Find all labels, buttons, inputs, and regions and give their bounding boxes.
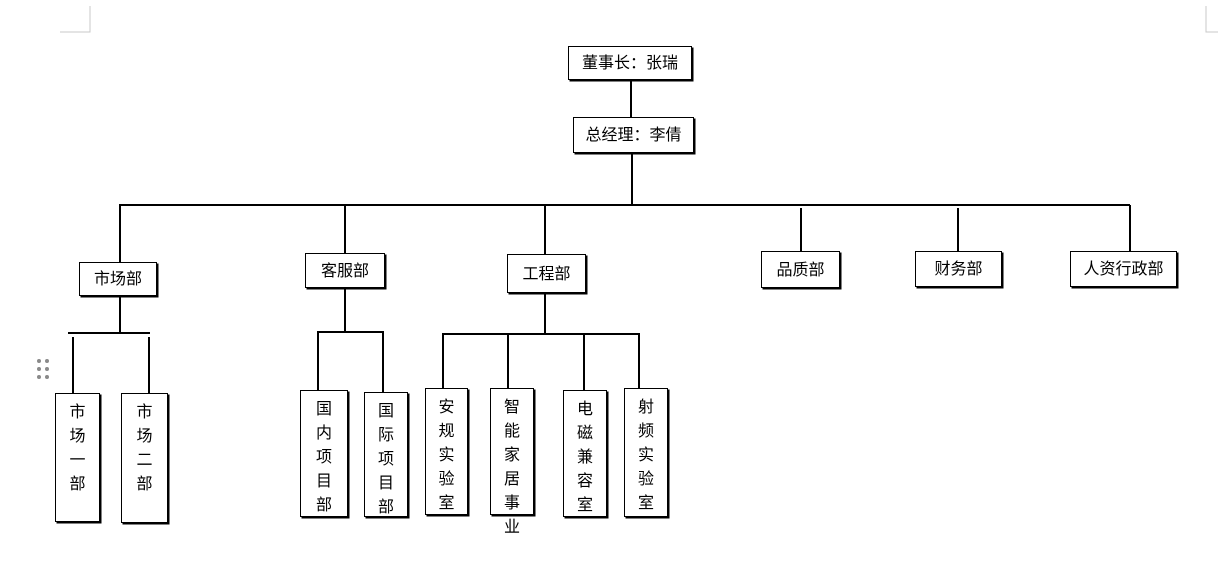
vertical-char: 室 [438, 493, 455, 512]
vertical-char: 兼 [576, 447, 593, 466]
vertical-char: 电 [576, 399, 593, 418]
vertical-char: 场 [136, 426, 153, 445]
vertical-char: 验 [438, 469, 455, 488]
vertical-char: 内 [315, 423, 332, 442]
vertical-char: 场 [69, 426, 86, 445]
vertical-char: 部 [136, 474, 153, 493]
department-engineering[interactable]: 工程部 [507, 254, 586, 293]
vertical-char: 容 [576, 471, 593, 490]
vertical-char: 际 [377, 425, 394, 444]
chairman-box[interactable]: 董事长：张瑞 [568, 46, 692, 80]
sub-service-1[interactable]: 国内项目部 [300, 390, 348, 517]
vertical-char: 实 [637, 445, 654, 464]
vertical-char: 目 [315, 471, 332, 490]
vertical-char: 频 [637, 421, 654, 440]
department-finance[interactable]: 财务部 [915, 251, 1002, 287]
vertical-char: 居 [503, 469, 520, 488]
vertical-char: 射 [637, 397, 654, 416]
vertical-char: 市 [136, 402, 153, 421]
vertical-char: 规 [438, 421, 455, 440]
sub-market-1[interactable]: 市场一部 [55, 393, 100, 522]
vertical-char: 家 [503, 445, 520, 464]
vertical-char: 实 [438, 445, 455, 464]
vertical-char: 一 [69, 450, 86, 469]
vertical-char: 目 [377, 473, 394, 492]
general-manager-box[interactable]: 总经理：李倩 [573, 117, 694, 153]
vertical-char: 部 [69, 474, 86, 493]
vertical-char: 验 [637, 469, 654, 488]
vertical-char: 市 [69, 402, 86, 421]
vertical-char: 项 [377, 449, 394, 468]
sub-market-2[interactable]: 市场二部 [121, 393, 168, 523]
sub-engineering-3[interactable]: 电磁兼容室 [563, 390, 607, 517]
margin-corner-mark-right [1205, 6, 1218, 33]
vertical-char: 能 [503, 421, 520, 440]
sub-engineering-1[interactable]: 安规实验室 [425, 388, 468, 515]
vertical-char: 业 [503, 517, 520, 536]
sub-service-2[interactable]: 国际项目部 [364, 392, 408, 517]
vertical-char: 二 [136, 450, 153, 469]
vertical-char: 项 [315, 447, 332, 466]
drag-handle-icon[interactable] [37, 359, 51, 381]
department-quality[interactable]: 品质部 [761, 251, 840, 288]
vertical-char: 事 [503, 493, 520, 512]
vertical-char: 室 [576, 495, 593, 514]
department-service[interactable]: 客服部 [305, 253, 385, 288]
vertical-char: 部 [377, 497, 394, 516]
vertical-char: 室 [637, 493, 654, 512]
sub-engineering-4[interactable]: 射频实验室 [624, 388, 668, 517]
vertical-char: 部 [315, 495, 332, 514]
vertical-char: 国 [315, 399, 332, 418]
vertical-char: 安 [438, 397, 455, 416]
sub-engineering-2[interactable]: 智能家居事业 [490, 388, 534, 536]
vertical-char: 智 [503, 397, 520, 416]
department-hr[interactable]: 人资行政部 [1070, 251, 1177, 287]
margin-corner-mark-left [60, 6, 91, 33]
vertical-char: 国 [377, 401, 394, 420]
vertical-char: 磁 [576, 423, 593, 442]
department-market[interactable]: 市场部 [79, 262, 157, 296]
